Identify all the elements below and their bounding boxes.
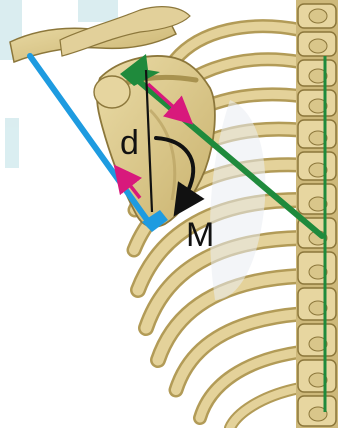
distance-label: d <box>120 126 139 160</box>
spine <box>296 0 338 428</box>
moment-label: M <box>186 218 214 252</box>
scapula <box>94 56 215 227</box>
